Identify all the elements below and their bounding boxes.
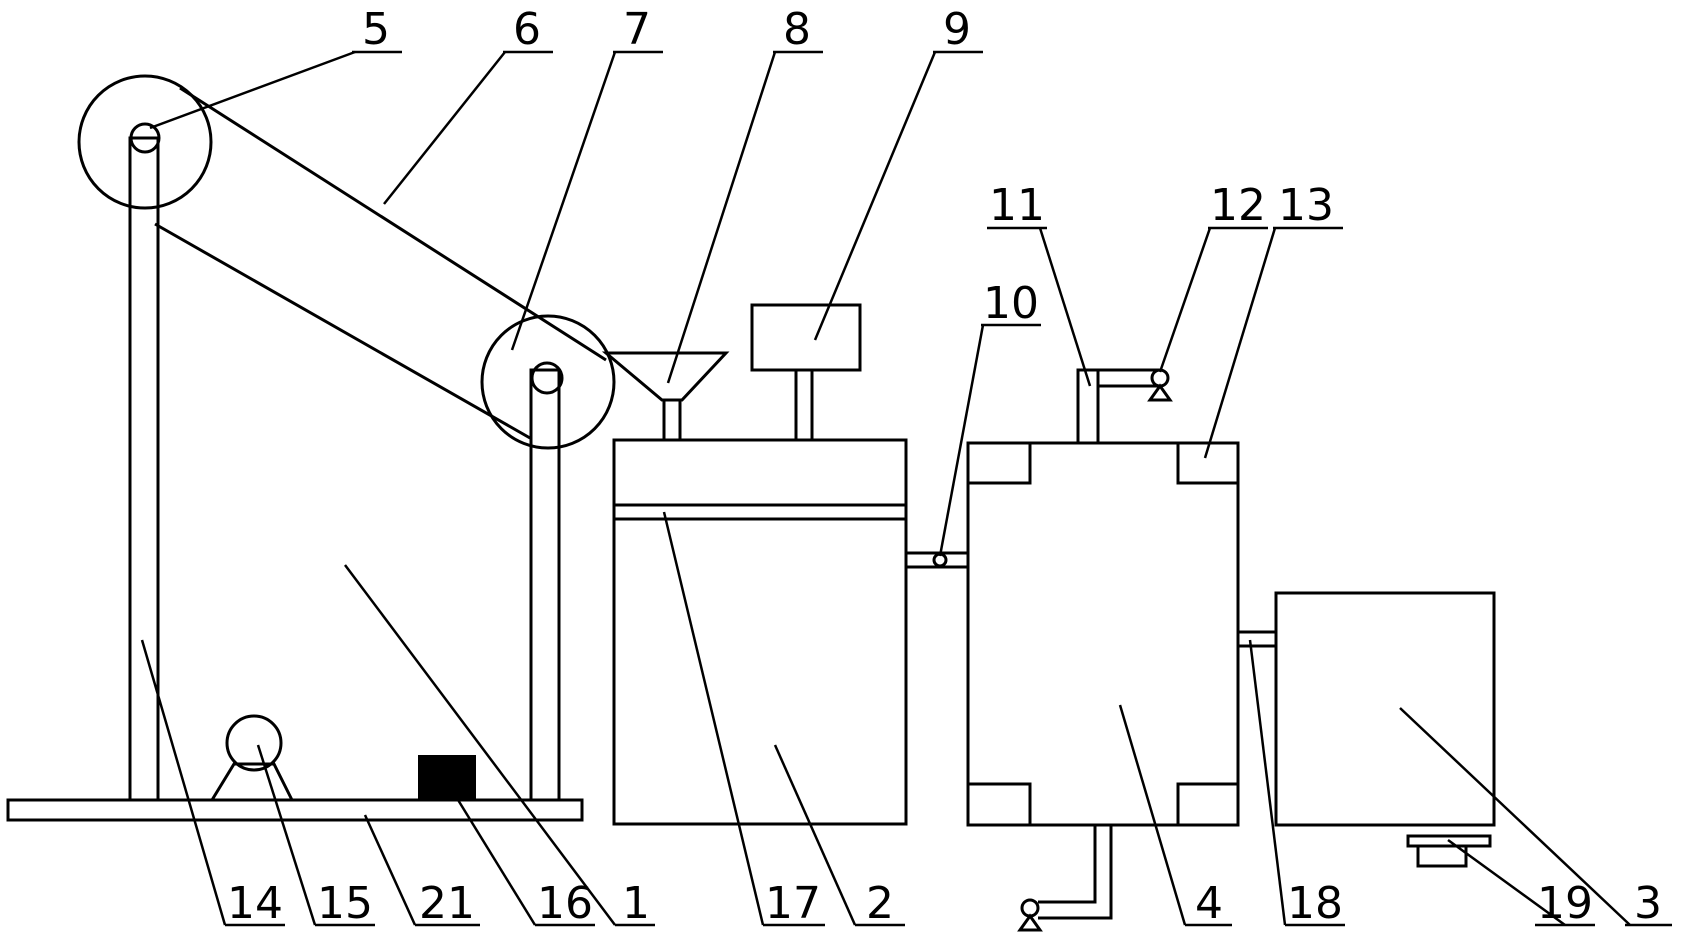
label-14: 14 xyxy=(227,878,283,929)
leader-16 xyxy=(453,794,537,926)
label-10: 10 xyxy=(983,278,1039,329)
nozzle-12-tip xyxy=(1147,383,1173,402)
motor-box-9 xyxy=(750,303,862,372)
label-8: 8 xyxy=(783,4,811,55)
leader-4 xyxy=(1118,704,1187,926)
conveyor-assembly xyxy=(6,74,616,822)
label-2: 2 xyxy=(866,878,894,929)
label-1: 1 xyxy=(622,878,650,929)
lower-pulley-axle xyxy=(530,361,564,395)
leader-12 xyxy=(1158,227,1212,373)
leader-10 xyxy=(938,324,985,557)
corner-block-bottom-right xyxy=(1176,782,1240,827)
conveyor-belt-top xyxy=(179,86,607,362)
leader-11 xyxy=(1038,227,1092,387)
drive-motor xyxy=(225,714,283,772)
label-7: 7 xyxy=(623,4,651,55)
label-13: 13 xyxy=(1278,180,1334,231)
conveyor-belt-bottom xyxy=(154,222,531,440)
label-5: 5 xyxy=(362,4,390,55)
label-15: 15 xyxy=(317,878,373,929)
drain-valve-tip xyxy=(1017,913,1043,932)
upper-pulley xyxy=(77,74,213,210)
pipe-10 xyxy=(904,551,970,569)
label-18: 18 xyxy=(1287,878,1343,929)
label-4: 4 xyxy=(1195,878,1223,929)
tank-4 xyxy=(966,441,1240,827)
tank-2-assembly xyxy=(601,303,908,826)
upper-pulley-axle xyxy=(129,122,161,154)
left-support-post xyxy=(128,136,160,802)
leader-1 xyxy=(344,564,616,926)
right-support-post xyxy=(529,368,561,802)
leader-lines xyxy=(140,50,1631,927)
leader-8 xyxy=(666,51,777,384)
connector-pipe-18 xyxy=(1236,630,1278,648)
label-19: 19 xyxy=(1537,878,1593,929)
tank-3 xyxy=(1274,591,1496,827)
corner-block-top-right xyxy=(1176,441,1240,485)
leader-13 xyxy=(1203,227,1277,459)
label-12: 12 xyxy=(1210,180,1266,231)
base-plate xyxy=(6,798,584,822)
top-pipe-11 xyxy=(1076,368,1100,443)
label-16: 16 xyxy=(537,878,593,929)
control-block xyxy=(418,755,476,801)
lower-pulley xyxy=(480,314,616,450)
leader-5 xyxy=(149,50,356,130)
leader-21 xyxy=(363,814,417,926)
leader-7 xyxy=(510,51,617,351)
drain-pipe xyxy=(1038,825,1097,904)
leader-3 xyxy=(1399,707,1631,926)
motor-shaft-9 xyxy=(794,368,814,442)
tank-2 xyxy=(612,438,908,826)
leader-18 xyxy=(1248,639,1287,926)
tank-4-assembly xyxy=(966,368,1240,932)
leader-14 xyxy=(140,639,227,926)
label-9: 9 xyxy=(943,4,971,55)
label-21: 21 xyxy=(419,878,475,929)
leader-19 xyxy=(1447,838,1566,927)
leader-6 xyxy=(383,51,506,205)
reference-numerals: 5 6 7 8 9 10 11 12 13 14 15 21 16 1 17 2… xyxy=(227,4,1662,929)
separator-plate xyxy=(612,503,908,521)
motor-mount xyxy=(210,762,294,801)
leader-15 xyxy=(256,744,317,926)
corner-block-bottom-left xyxy=(966,782,1032,827)
corner-block-top-left xyxy=(966,441,1032,485)
label-6: 6 xyxy=(513,4,541,55)
leader-2 xyxy=(773,744,857,926)
label-underlines xyxy=(225,50,1672,927)
outlet-body-19 xyxy=(1416,844,1468,868)
leader-9 xyxy=(813,51,937,341)
hopper-neck xyxy=(662,398,682,442)
feed-hopper xyxy=(601,351,730,402)
label-3: 3 xyxy=(1634,878,1662,929)
leader-17 xyxy=(662,511,765,926)
label-11: 11 xyxy=(989,180,1045,231)
label-17: 17 xyxy=(765,878,821,929)
drain-pipe-inner xyxy=(1038,825,1113,920)
tank-3-assembly xyxy=(1236,591,1496,868)
